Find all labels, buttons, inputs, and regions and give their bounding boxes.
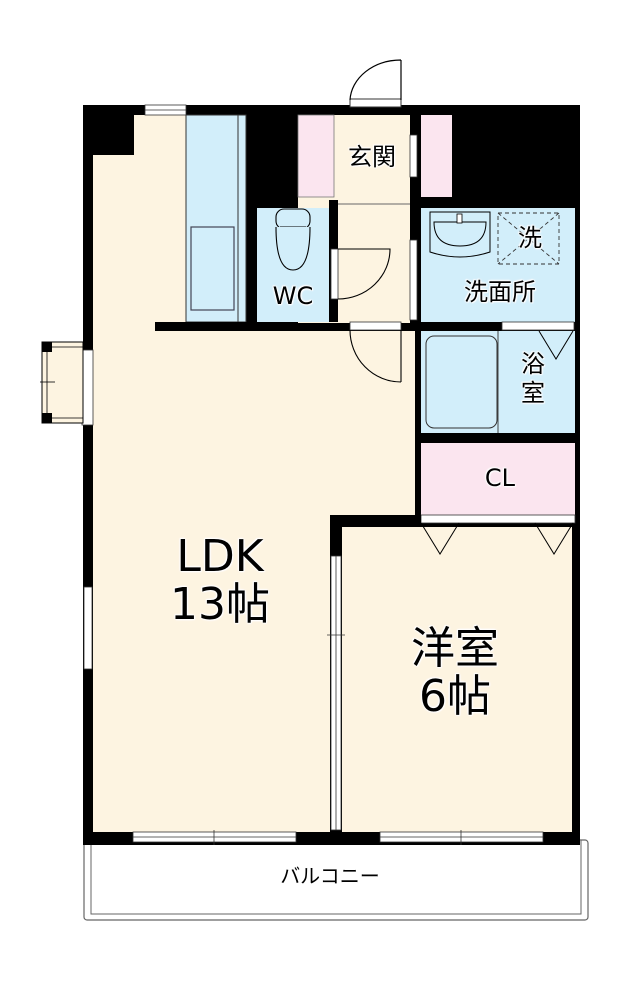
balcony-label: バルコニー bbox=[230, 864, 430, 888]
sliding-door-ldk-western bbox=[327, 555, 345, 831]
shoe-cabinet-right bbox=[421, 115, 452, 197]
entrance-name: 玄関 bbox=[348, 143, 396, 171]
wc-label: WC bbox=[258, 282, 328, 310]
wc-name: WC bbox=[272, 282, 314, 310]
wc-door bbox=[330, 248, 391, 300]
western-room-name: 洋室 bbox=[411, 623, 499, 674]
western-room-label: 洋室 6帖 bbox=[385, 625, 525, 720]
western-room-floor bbox=[342, 527, 572, 832]
ldk-name: LDK bbox=[176, 531, 264, 582]
front-door bbox=[349, 59, 402, 108]
left-bay-window bbox=[40, 341, 94, 426]
bath-label: 浴室 bbox=[515, 350, 551, 408]
kitchen-counter bbox=[185, 114, 247, 323]
sink-icon bbox=[429, 211, 491, 258]
closet-label: CL bbox=[455, 464, 545, 492]
ldk-label: LDK 13帖 bbox=[150, 533, 290, 628]
washroom-label: 洗面所 bbox=[425, 278, 575, 306]
balcony-name: バルコニー bbox=[280, 864, 380, 888]
left-window bbox=[83, 586, 93, 670]
bath-name: 浴室 bbox=[521, 350, 545, 407]
bathtub bbox=[425, 335, 498, 429]
entrance-label: 玄関 bbox=[338, 143, 406, 171]
balcony-window-western bbox=[379, 830, 544, 845]
ldk-size: 13帖 bbox=[170, 578, 270, 630]
closet-floor bbox=[421, 443, 575, 515]
hall-door bbox=[349, 321, 402, 383]
shoe-cabinet-left bbox=[297, 114, 335, 198]
balcony-outline bbox=[83, 839, 589, 921]
ldk-floor bbox=[93, 115, 415, 832]
western-room-size: 6帖 bbox=[419, 670, 491, 722]
washer-label: 洗 bbox=[510, 224, 550, 252]
balcony-window-ldk bbox=[132, 830, 297, 845]
closet-name: CL bbox=[484, 464, 516, 492]
washroom-name: 洗面所 bbox=[464, 278, 536, 306]
washer-name: 洗 bbox=[518, 224, 542, 252]
toilet-icon bbox=[275, 208, 311, 271]
washer-space bbox=[497, 212, 560, 265]
